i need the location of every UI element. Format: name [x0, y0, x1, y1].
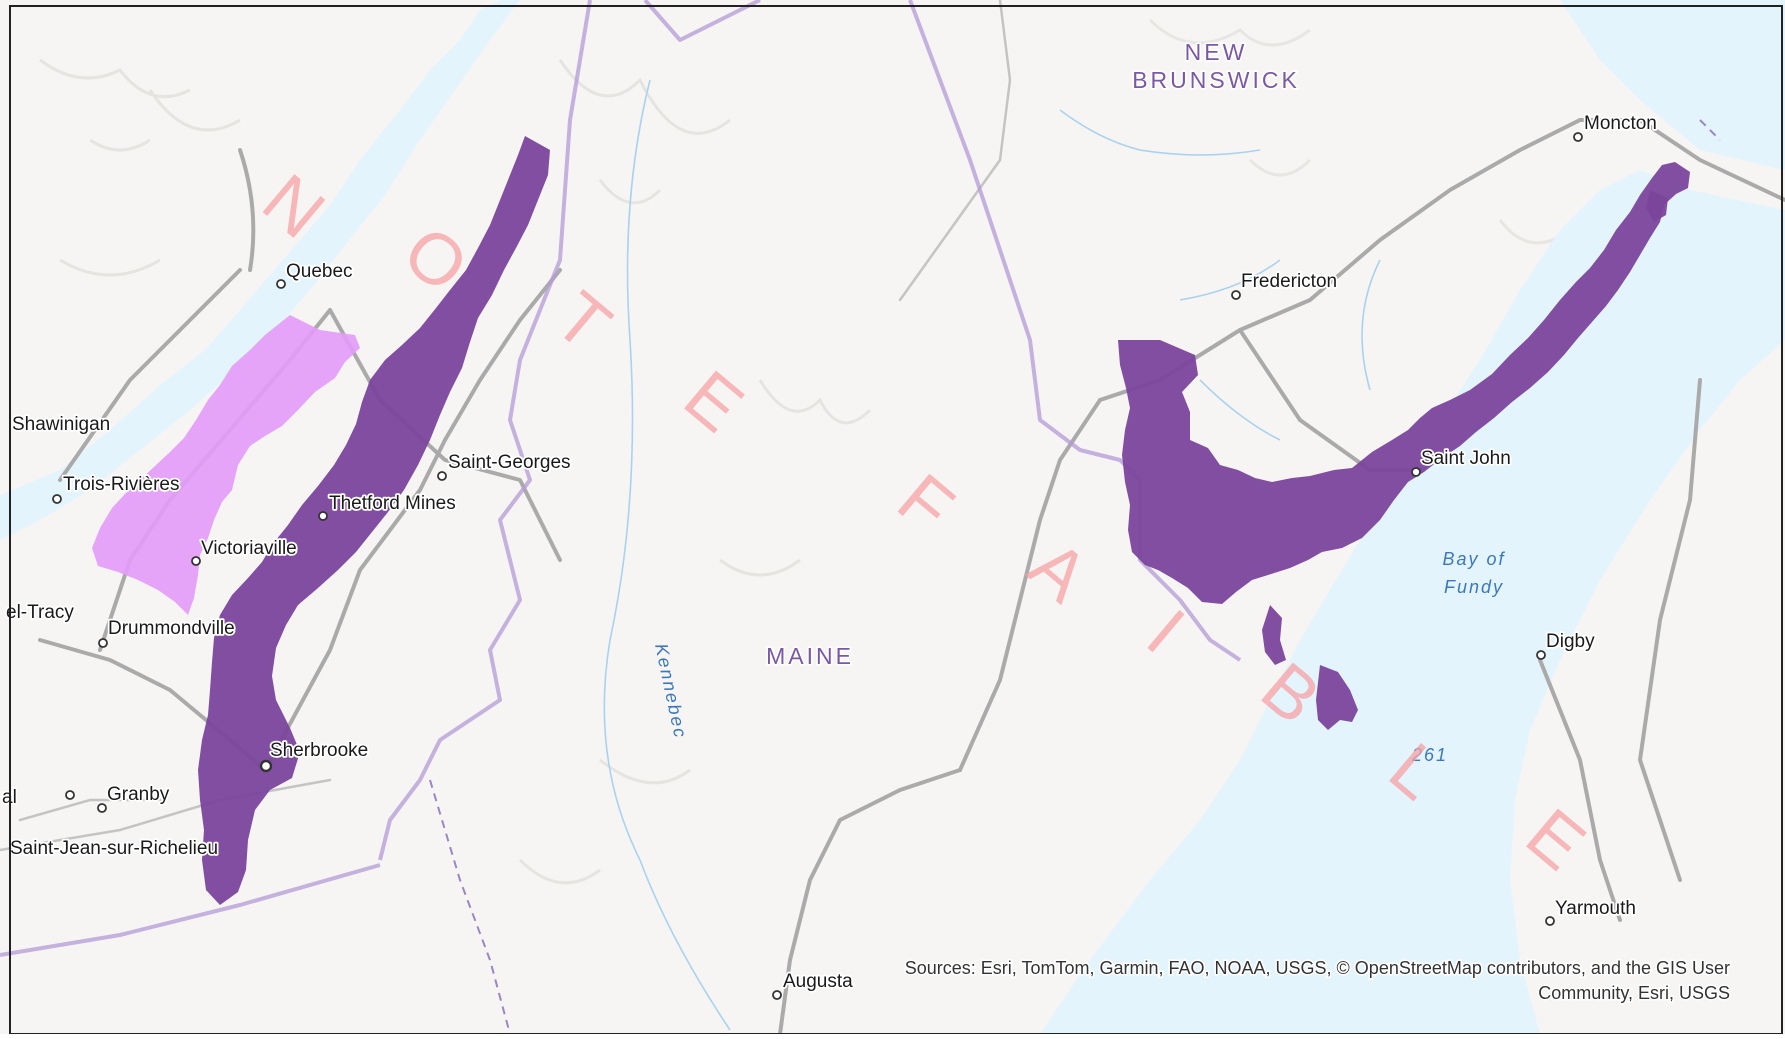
city-label-trois-rivieres: Trois-Rivières: [63, 474, 179, 495]
nb-ns-border: [1699, 119, 1721, 141]
marker-augusta: [772, 990, 782, 1000]
nova-scotia-land: [1510, 340, 1785, 1034]
marker-moncton: [1573, 132, 1583, 142]
city-label-moncton: Moncton: [1584, 113, 1657, 134]
attribution-line2: Community, Esri, USGS: [1538, 983, 1730, 1003]
marker-granby: [97, 803, 107, 813]
city-label-digby: Digby: [1546, 631, 1595, 652]
boundaries: [0, 0, 1721, 1035]
range-layer: [92, 136, 1690, 905]
attribution-line1: Sources: Esri, TomTom, Garmin, FAO, NOAA…: [905, 958, 1730, 978]
city-label-sherbrooke: Sherbrooke: [270, 740, 368, 761]
bay-of-fundy-label-line1: Bay of: [1442, 549, 1505, 569]
bay-of-fundy-label-line2: Fundy: [1444, 577, 1504, 597]
city-label-granby: Granby: [107, 784, 170, 805]
marker-sherbrooke: [259, 759, 273, 773]
st-lawrence-river: [0, 0, 520, 540]
city-label-thetford-mines: Thetford Mines: [329, 493, 456, 514]
city-labels: Quebec Shawinigan Trois-Rivières Victori…: [0, 111, 1658, 994]
city-label-drummondville: Drummondville: [108, 618, 235, 639]
marker-yarmouth: [1545, 916, 1555, 926]
city-label-fredericton: Fredericton: [1241, 271, 1337, 292]
marker-victoriaville: [191, 556, 201, 566]
region-label-new: NEW: [1185, 39, 1248, 65]
marker-quebec: [276, 279, 286, 289]
us-canada-border-west: [378, 0, 592, 861]
marker-trois-rivieres: [52, 494, 62, 504]
border-45th-parallel: [0, 863, 381, 957]
range-dark-polygon-east[interactable]: [1118, 162, 1690, 604]
city-label-saint-georges: Saint-Georges: [448, 452, 571, 473]
city-markers: [52, 132, 1583, 1000]
road-number-label: 261: [1411, 745, 1448, 765]
maine-nb-border: [908, 0, 1242, 662]
marker-saint-john: [1411, 467, 1421, 477]
northumberland-strait: [1560, 0, 1785, 170]
range-light-polygon[interactable]: [92, 315, 360, 615]
region-label-maine: MAINE: [766, 643, 854, 669]
region-labels: NEW BRUNSWICK MAINE: [765, 38, 1300, 671]
region-label-brunswick: BRUNSWICK: [1132, 67, 1300, 93]
rivers: [603, 79, 1381, 1031]
marker-fredericton: [1231, 290, 1241, 300]
city-label-victoriaville: Victoriaville: [201, 538, 297, 559]
marker-digby: [1536, 650, 1546, 660]
nh-maine-border: [429, 779, 511, 1035]
marker-drummondville: [98, 638, 108, 648]
marker-saint-georges: [437, 471, 447, 481]
city-label-quebec: Quebec: [286, 261, 353, 282]
quebec-nb-border: [643, 0, 761, 42]
city-label-el-tracy: el-Tracy: [6, 602, 74, 623]
marker-thetford-mines: [318, 511, 328, 521]
city-label-augusta: Augusta: [783, 971, 853, 992]
attribution: Sources: Esri, TomTom, Garmin, FAO, NOAA…: [903, 957, 1731, 1005]
marker-al: [65, 790, 75, 800]
city-label-saint-jean-sur-richelieu: Saint-Jean-sur-Richelieu: [10, 838, 218, 859]
range-dark-polygon-west[interactable]: [198, 136, 550, 905]
city-label-saint-john: Saint John: [1421, 448, 1511, 469]
city-label-yarmouth: Yarmouth: [1555, 898, 1636, 919]
city-label-shawinigan: Shawinigan: [12, 414, 110, 435]
